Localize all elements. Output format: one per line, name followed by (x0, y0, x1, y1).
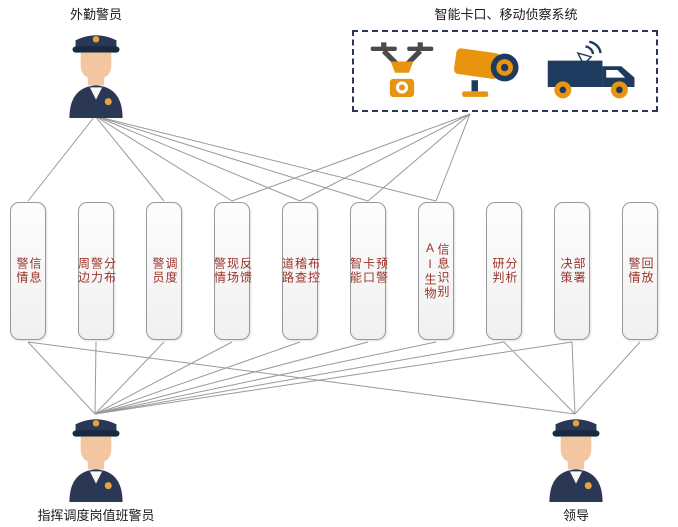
use-case-analysis: 研判 分析 (486, 202, 522, 340)
edge-dispatcher-uc1 (94, 341, 97, 415)
use-case-label: 研判 分析 (491, 257, 518, 285)
police-officer-icon (549, 419, 603, 502)
use-case-label: AI生物 信息识别 (423, 241, 450, 301)
actor-field-officer-label: 外勤警员 (69, 7, 123, 22)
actor-field-officer: 外勤警员 (58, 4, 134, 120)
edge-field_officer-uc0 (27, 115, 96, 202)
edge-dispatcher-uc3 (94, 341, 233, 415)
edge-leader-uc9 (574, 341, 641, 415)
edge-leader-uc8 (571, 341, 576, 415)
police-officer-icon (69, 419, 123, 502)
edge-field_officer-uc6 (94, 115, 437, 202)
system-boundary-box (352, 30, 658, 112)
use-case-checkpoint-warning: 智能 卡口 预警 (348, 202, 389, 340)
use-case-label: 警员 调度 (151, 257, 178, 285)
edge-system-uc3 (231, 113, 471, 202)
edge-system-uc6 (435, 113, 471, 202)
edge-dispatcher-uc8 (94, 341, 573, 415)
edge-leader-uc0 (27, 341, 576, 415)
police-officer-icon (69, 35, 123, 118)
actor-dispatcher: 指挥调度岗值班警员 (37, 410, 155, 524)
edge-field_officer-uc4 (94, 115, 301, 202)
edge-dispatcher-uc6 (94, 341, 437, 415)
edge-dispatcher-uc5 (94, 341, 369, 415)
use-case-label: 警情 信息 (15, 257, 42, 285)
edge-leader-uc7 (503, 341, 576, 415)
edge-dispatcher-uc2 (94, 341, 165, 415)
edge-dispatcher-uc0 (27, 341, 96, 415)
use-case-ai-bio-recognition: AI生物 信息识别 (418, 202, 454, 340)
edge-system-uc5 (367, 113, 471, 202)
use-case-incident-replay: 警情 回放 (622, 202, 658, 340)
use-case-nearby-police-distribution: 周边 警力 分布 (76, 202, 117, 340)
use-case-label: 警情 回放 (627, 257, 654, 285)
edge-field_officer-uc2 (94, 115, 165, 202)
edge-dispatcher-uc4 (94, 341, 301, 415)
system-label: 智能卡口、移动侦察系统 (434, 7, 578, 22)
cctv-camera-icon (453, 48, 519, 97)
use-case-road-inspection-control: 道路 稽查 布控 (280, 202, 321, 340)
drone-icon (370, 42, 434, 98)
use-case-label: 警情 现场 反馈 (212, 257, 253, 285)
use-case-label: 智能 卡口 预警 (348, 257, 389, 285)
use-case-decision-deployment: 决策 部署 (554, 202, 590, 340)
use-case-scene-feedback: 警情 现场 反馈 (212, 202, 253, 340)
use-case-incident-info: 警情 信息 (10, 202, 46, 340)
actor-leader: 领导 (538, 410, 614, 524)
edge-field_officer-uc5 (94, 115, 369, 202)
edge-field_officer-uc3 (94, 115, 233, 202)
use-case-label: 决策 部署 (559, 257, 586, 285)
satellite-truck-icon (547, 40, 635, 99)
actor-leader-label: 领导 (562, 508, 590, 523)
actor-dispatcher-label: 指挥调度岗值班警员 (37, 508, 155, 523)
use-case-label: 道路 稽查 布控 (280, 257, 321, 285)
use-case-officer-dispatch: 警员 调度 (146, 202, 182, 340)
use-case-label: 周边 警力 分布 (76, 257, 117, 285)
edge-system-uc4 (299, 113, 471, 202)
